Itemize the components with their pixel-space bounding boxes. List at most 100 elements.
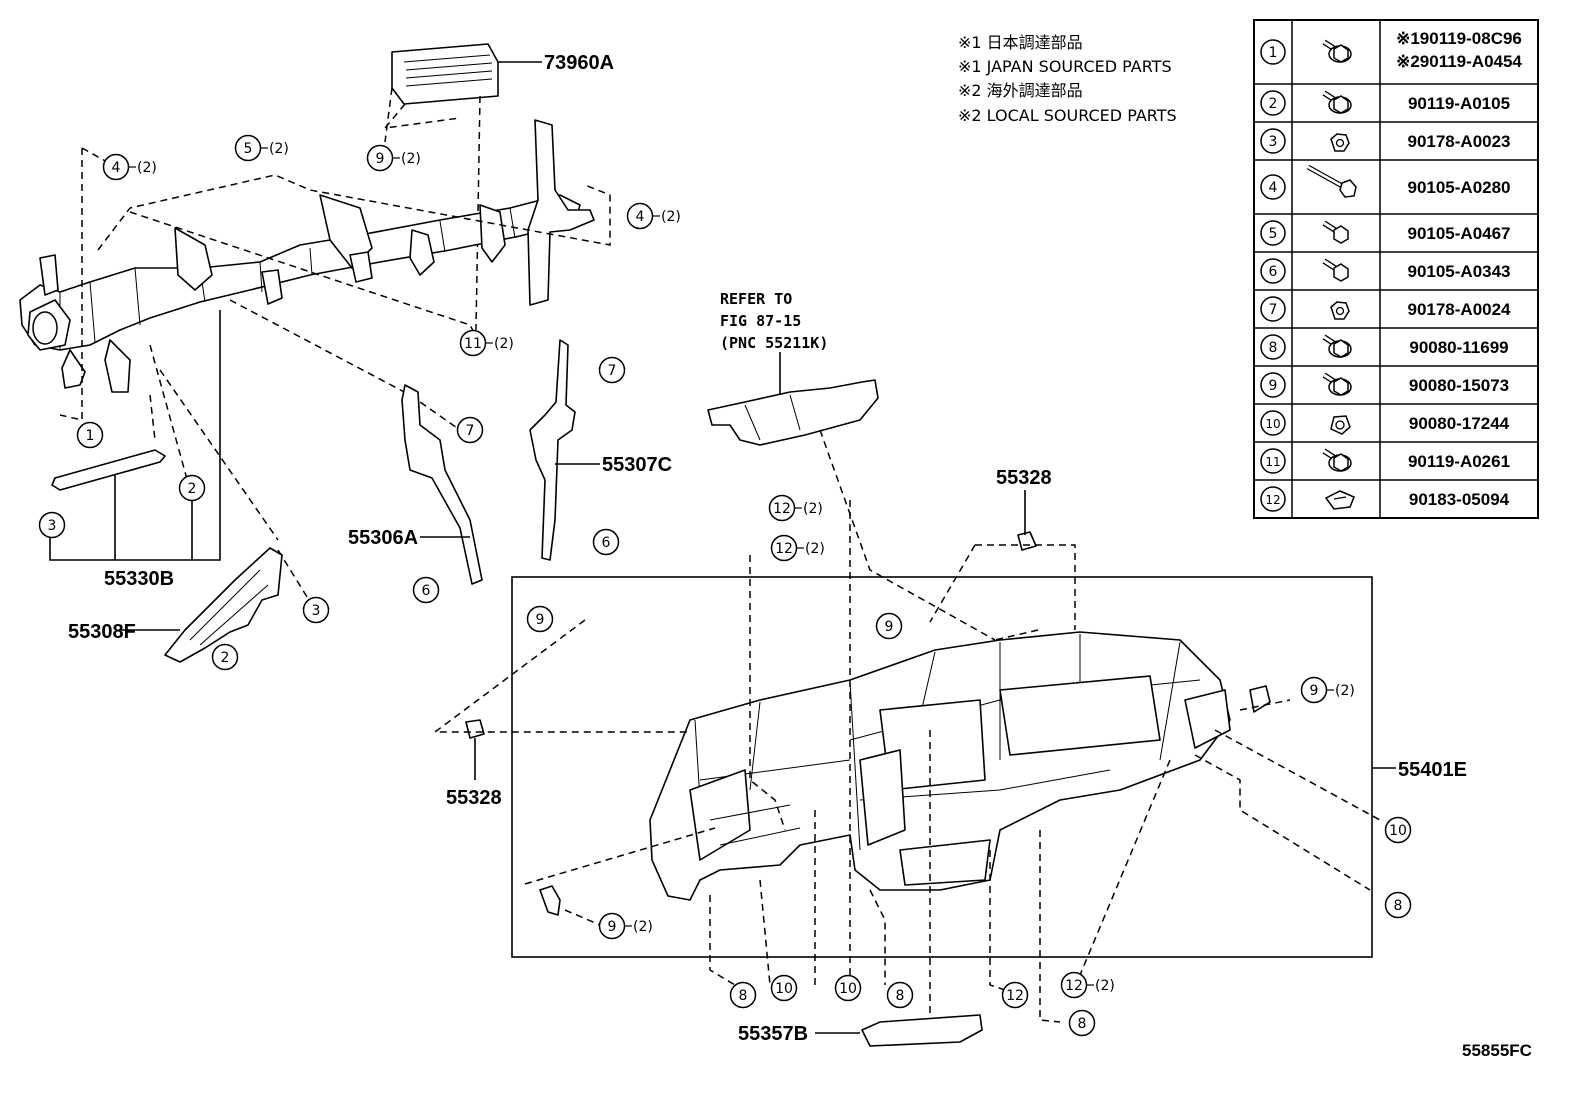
bolt-washer-icon: [1322, 334, 1352, 358]
bolt-washer-icon: [1322, 372, 1352, 396]
part-number: ※190119-08C96: [1396, 29, 1522, 48]
part-label-55307C: 55307C: [602, 454, 672, 476]
instrument-panel-reinforcement[interactable]: [19, 119, 595, 393]
note-line-3: ※2 海外調達部品: [958, 81, 1083, 100]
bracket-55211K[interactable]: [707, 379, 879, 446]
figure-code: 55855FC: [1462, 1041, 1532, 1060]
part-number: 90080-15073: [1409, 376, 1509, 395]
svg-text:9: 9: [1310, 683, 1319, 699]
clip-55328-lower[interactable]: [465, 719, 485, 739]
svg-text:9: 9: [885, 619, 894, 635]
svg-text:8: 8: [1078, 1016, 1087, 1032]
row-number-circle: [1260, 410, 1286, 436]
callout-10: 10: [1384, 816, 1412, 844]
clip-right[interactable]: [1249, 685, 1271, 713]
svg-text:3: 3: [312, 603, 321, 619]
instrument-panel-assembly[interactable]: [649, 631, 1231, 901]
nut-icon: [1330, 133, 1350, 152]
svg-text:11: 11: [464, 336, 482, 352]
bolt-washer-icon: [1322, 448, 1352, 472]
cover-55357B[interactable]: [861, 1014, 983, 1047]
brace-55306A[interactable]: [401, 384, 483, 585]
callout-12: 12(2): [768, 494, 823, 522]
svg-text:5: 5: [244, 141, 253, 157]
part-number: 90183-05094: [1409, 490, 1510, 509]
brace-55307C[interactable]: [529, 339, 576, 561]
svg-text:4: 4: [636, 209, 645, 225]
row-number: 6: [1269, 264, 1278, 280]
callout-1: 1: [76, 421, 104, 449]
row-number-circle: [1260, 486, 1286, 512]
part-label-55357B: 55357B: [738, 1023, 808, 1045]
note-line-1: ※1 日本調達部品: [958, 33, 1083, 52]
hardware-row: 12 90183-05094: [1254, 479, 1538, 512]
row-number: 10: [1265, 417, 1280, 431]
clip-icon: [1324, 490, 1355, 510]
callout-4: 4(2): [102, 153, 157, 181]
sourcing-notes: ※1 日本調達部品 ※1 JAPAN SOURCED PARTS ※2 海外調達…: [958, 33, 1177, 125]
svg-text:10: 10: [775, 981, 793, 997]
callout-3: 3: [302, 596, 330, 624]
panel-assembly-frame: [511, 576, 1373, 958]
svg-text:9: 9: [376, 151, 385, 167]
airbag-assembly[interactable]: [391, 43, 499, 105]
svg-text:3: 3: [48, 518, 57, 534]
svg-text:8: 8: [739, 988, 748, 1004]
callout-8: 8: [886, 981, 914, 1009]
svg-text:7: 7: [608, 363, 617, 379]
callout-9: 9: [875, 612, 903, 640]
part-label-55306A: 55306A: [348, 527, 418, 549]
row-number-circle: [1260, 220, 1286, 246]
note-line-2: ※1 JAPAN SOURCED PARTS: [958, 57, 1172, 76]
row-number: 12: [1265, 493, 1280, 507]
callout-10: 10: [770, 974, 798, 1002]
part-number: 90080-11699: [1409, 338, 1508, 357]
callout-layer: 4(2)5(2)9(2)4(2)11(2)71237663212(2)12(2)…: [38, 134, 1412, 1037]
refer-line-2: FIG 87-15: [720, 312, 801, 330]
svg-text:12: 12: [775, 541, 793, 557]
callout-12: 12(2): [1060, 971, 1115, 999]
row-number: 3: [1269, 134, 1278, 150]
part-label-55308F: 55308F: [68, 621, 136, 643]
row-number-circle: [1260, 258, 1286, 284]
row-number: 5: [1269, 226, 1278, 242]
bolt-icon: [1322, 220, 1349, 244]
quantity-label: (2): [269, 141, 289, 157]
hardware-row: 1※190119-08C96※290119-A0454: [1260, 29, 1522, 71]
brace-55330B[interactable]: [51, 449, 166, 491]
clip-left[interactable]: [539, 885, 561, 916]
row-number-circle: [1260, 39, 1286, 65]
callout-8: 8: [1068, 1009, 1096, 1037]
row-number-circle: [1260, 128, 1286, 154]
callout-9: 9(2): [598, 912, 653, 940]
svg-text:9: 9: [536, 612, 545, 628]
row-number: 9: [1269, 378, 1278, 394]
row-number: 4: [1269, 180, 1278, 196]
part-number: 90119-A0105: [1408, 94, 1510, 113]
quantity-label: (2): [401, 151, 421, 167]
callout-2: 2: [211, 643, 239, 671]
quantity-label: (2): [805, 541, 825, 557]
clip-55328-upper[interactable]: [1017, 531, 1037, 551]
svg-text:12: 12: [773, 501, 791, 517]
part-label-55330B: 55330B: [104, 568, 174, 590]
callout-10: 10: [834, 974, 862, 1002]
row-number: 11: [1265, 455, 1280, 469]
note-line-4: ※2 LOCAL SOURCED PARTS: [958, 106, 1177, 125]
part-number: 90105-A0280: [1407, 178, 1510, 197]
row-number-circle: [1260, 90, 1286, 116]
callout-3: 3: [38, 511, 66, 539]
svg-text:2: 2: [188, 481, 197, 497]
row-number-circle: [1260, 372, 1286, 398]
svg-text:6: 6: [602, 535, 611, 551]
callout-9: 9(2): [1300, 676, 1355, 704]
bracket-55308F[interactable]: [164, 547, 283, 663]
row-number: 8: [1269, 340, 1278, 356]
callout-8: 8: [1384, 891, 1412, 919]
